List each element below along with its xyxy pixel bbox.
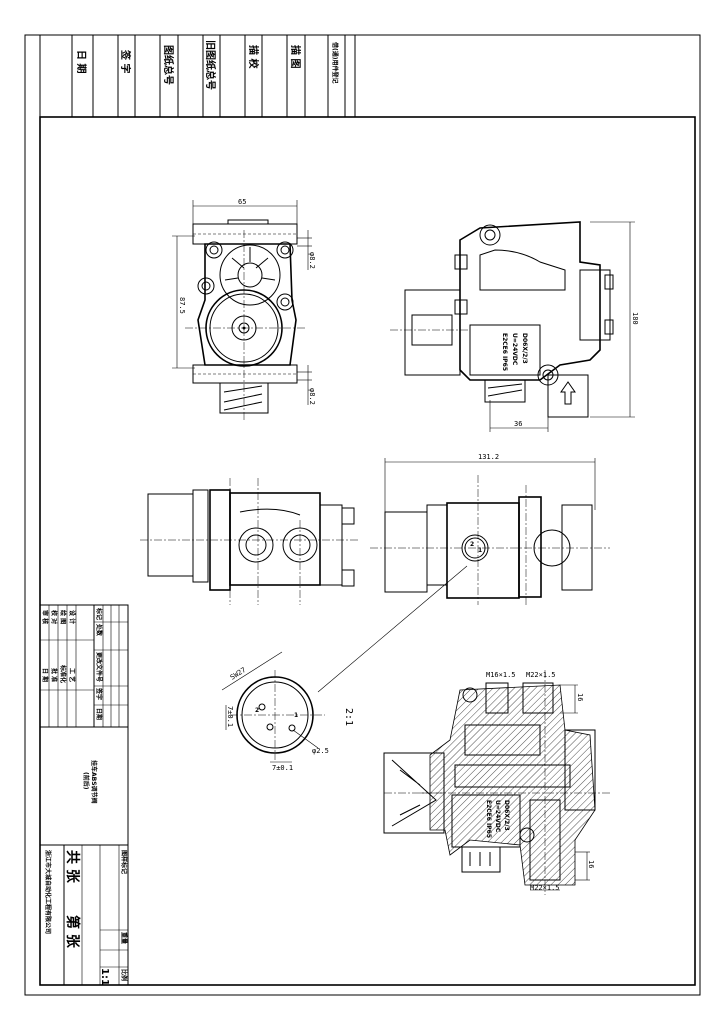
section-nameplate-3: E2CE6 IP65	[485, 800, 492, 838]
rev-header-date: 日期	[95, 708, 103, 720]
dim-width-top: 65	[238, 198, 246, 206]
outer-border	[24, 34, 701, 996]
nameplate-line-3: E2CE6 IP65	[501, 333, 508, 371]
dim-detail-h: 7±0.1	[272, 764, 293, 772]
strip-label-borrowed-parts: 借(通)用件登记	[331, 41, 339, 84]
section-view: M16×1.5 M22×1.5 D06X/2/3 U=24VDC E2CE6 I…	[383, 670, 610, 895]
dim-detail-sw: SW27	[229, 666, 248, 682]
role-approve: 批 准	[50, 668, 58, 682]
dim-port-a: M16×1.5	[486, 671, 516, 679]
top-strip-table: 日 期 签 字 图纸总号 旧图纸总号 描 校 描 图 借(通)用件登记	[39, 34, 356, 118]
dim-height-right: 180	[631, 312, 639, 325]
part-name: 挂车ABS调节阀	[90, 760, 98, 804]
role-reviewer: 审 核	[41, 610, 49, 624]
connector-pin-2-small: 2	[470, 541, 474, 548]
meta-header-weight: 重量	[120, 932, 128, 944]
dim-depth-b: 16	[587, 860, 595, 868]
right-view: D06X/2/3 U=24VDC E2CE6 IP65 180 36	[390, 221, 639, 432]
meta-header-scale: 比例	[120, 969, 128, 981]
dim-detail-v: 7±0.1	[226, 706, 234, 727]
connector-pin-1: 1	[294, 712, 298, 719]
side-view: 131.2 2 1	[370, 453, 610, 605]
strip-label-trace-check: 描 校	[247, 45, 260, 69]
nameplate-line-1: D06X/2/3	[521, 333, 528, 364]
section-nameplate-2: U=24VDC	[494, 800, 501, 833]
front-view: 65 87.5 φ8.2 φ8.2	[172, 198, 316, 420]
scale-value: 1:1	[99, 968, 110, 986]
nameplate-line-2: U=24VDC	[511, 333, 518, 366]
role-standardization: 标准化	[59, 664, 67, 683]
role-drafter: 绘 图	[59, 610, 67, 624]
role-checker: 校 对	[50, 610, 58, 624]
sheet-number: 第 张	[64, 915, 81, 949]
rev-header-count: 处数	[95, 623, 103, 637]
dim-dia-bottom: φ8.2	[308, 388, 316, 405]
detail-leader-line	[317, 565, 468, 693]
arrow-up-icon	[560, 381, 576, 405]
title-block: 审 核 校 对 绘 图 设 计 日 期 批 准 标准化 工 艺 标记 处数 更改…	[39, 604, 129, 986]
bottom-view	[140, 478, 360, 605]
section-nameplate-1: D06X/2/3	[503, 800, 510, 831]
strip-label-signature: 签 字	[119, 49, 132, 73]
detail-scale: 2:1	[343, 708, 354, 726]
role-process: 工 艺	[68, 668, 76, 682]
company-name: 浙江市大城自动化工程有限公司	[44, 850, 52, 934]
meta-header-mark: 图样标记	[120, 850, 128, 874]
connector-pin-1-small: 1	[478, 547, 482, 554]
rev-header-mark: 标记	[95, 607, 103, 620]
sheets-total: 共 张	[64, 850, 81, 884]
dim-length-side: 131.2	[478, 453, 499, 461]
strip-label-date: 日 期	[75, 50, 88, 73]
rev-header-sign: 签字	[95, 687, 103, 700]
strip-label-drawing-no: 图纸总号	[162, 45, 175, 85]
role-designer: 设 计	[68, 610, 76, 624]
part-subtitle: (前后)	[82, 772, 90, 790]
inner-frame	[39, 116, 696, 986]
dim-detail-dia: φ2.5	[312, 747, 329, 755]
strip-label-trace: 描 图	[289, 45, 302, 68]
dim-depth-a: 16	[576, 693, 584, 701]
role-date: 日 期	[41, 668, 49, 682]
dim-dia-top: φ8.2	[308, 252, 316, 269]
connector-detail: 2 1 SW27 7±0.1 7±0.1 φ2.5 2:1	[221, 651, 354, 772]
dim-height-left: 87.5	[178, 297, 186, 314]
strip-label-old-drawing-no: 旧图纸总号	[204, 40, 217, 90]
rev-header-doc: 更改文件号	[95, 652, 103, 682]
dim-port-b: M22×1.5	[526, 671, 556, 679]
dim-offset-bottom: 36	[514, 420, 522, 428]
connector-pin-2: 2	[255, 707, 259, 714]
